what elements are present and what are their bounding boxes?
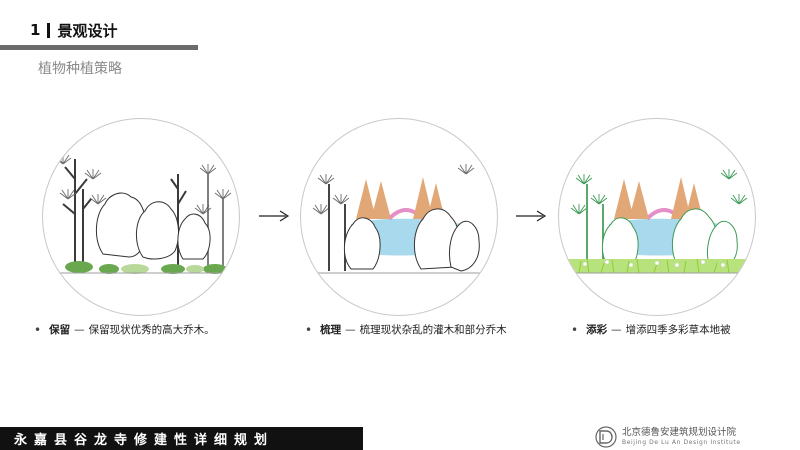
- bullet-icon: •: [34, 322, 42, 337]
- section-header: 1 景观设计: [30, 18, 117, 42]
- institute-name-en: Beijing De Lu An Design Institute: [622, 439, 741, 446]
- caption-retain: • 保留 — 保留现状优秀的高大乔木。: [34, 322, 215, 337]
- caption-term: 添彩: [586, 324, 608, 336]
- caption-separator: —: [74, 323, 85, 336]
- caption-description: 梳理现状杂乱的灌木和部分乔木: [359, 324, 507, 336]
- institute-logo-icon: [595, 426, 617, 448]
- section-number: 1: [30, 21, 41, 39]
- caption-description: 增添四季多彩草本地被: [625, 324, 731, 336]
- caption-term: 梳理: [320, 324, 342, 336]
- caption-add-color: • 添彩 — 增添四季多彩草本地被: [571, 322, 731, 337]
- institute-name-cn: 北京德鲁安建筑规划设计院: [622, 427, 737, 438]
- caption-separator: —: [345, 323, 356, 336]
- caption-separator: —: [611, 323, 622, 336]
- section-divider: [47, 22, 51, 38]
- bullet-icon: •: [305, 322, 313, 337]
- project-title: 永嘉县谷龙寺修建性详细规划: [14, 433, 275, 448]
- caption-sort: • 梳理 — 梳理现状杂乱的灌木和部分乔木: [305, 322, 507, 337]
- institute-logo: 北京德鲁安建筑规划设计院 Beijing De Lu An Design Ins…: [594, 426, 741, 448]
- arrow-right-icon: [516, 210, 547, 222]
- page-subtitle: 植物种植策略: [38, 61, 122, 77]
- section-title: 景观设计: [57, 21, 118, 40]
- illustration-add-color: [558, 118, 756, 316]
- arrow-right-icon: [259, 210, 290, 222]
- header-rule: [0, 45, 198, 50]
- illustration-retain: [42, 118, 240, 316]
- illustration-sort: [300, 118, 498, 316]
- bullet-icon: •: [571, 322, 579, 337]
- footer-bar: 永嘉县谷龙寺修建性详细规划: [0, 427, 363, 450]
- caption-description: 保留现状优秀的高大乔木。: [88, 324, 215, 336]
- caption-term: 保留: [49, 324, 71, 336]
